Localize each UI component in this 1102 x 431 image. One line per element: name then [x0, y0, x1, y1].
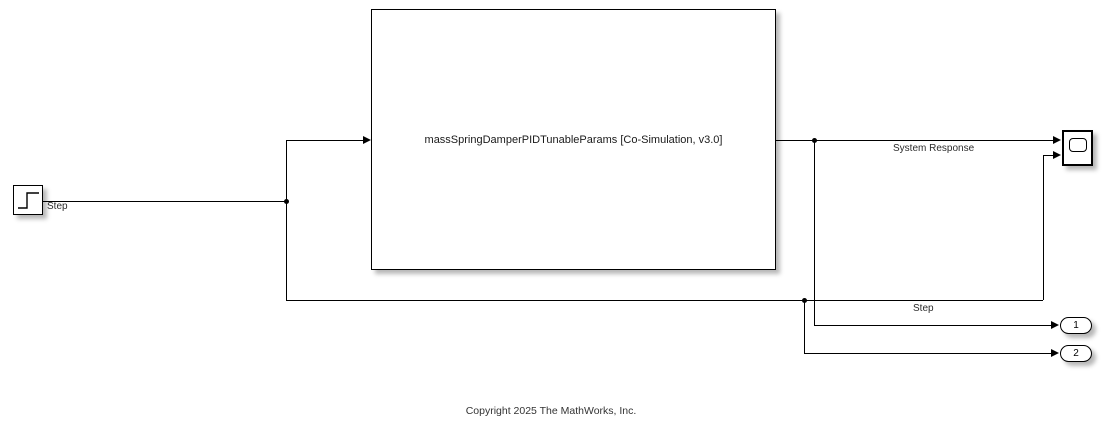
- wire-to-outport-1: [814, 325, 1052, 326]
- outport-2[interactable]: 2: [1060, 345, 1092, 362]
- arrow-outport-2: [1051, 349, 1059, 357]
- copyright-text: Copyright 2025 The MathWorks, Inc.: [465, 405, 637, 417]
- wire-step-feedback-horizontal: [286, 300, 804, 301]
- wire-to-outport-2: [804, 353, 1052, 354]
- model-block[interactable]: massSpringDamperPIDTunableParams [Co-Sim…: [371, 9, 776, 270]
- wire-feedback-branch-down: [804, 300, 805, 353]
- wire-step-to-junction: [43, 201, 286, 202]
- outport-2-label: 2: [1073, 348, 1079, 359]
- wire-riser-to-scope-input-2: [1043, 155, 1044, 300]
- model-block-label: massSpringDamperPIDTunableParams [Co-Sim…: [424, 134, 723, 146]
- wire-step-feedback-to-riser: [804, 300, 1043, 301]
- wire-system-response: [776, 140, 1054, 141]
- wire-step-to-model-input: [286, 140, 364, 141]
- wire-step-branch-down: [286, 201, 287, 300]
- arrow-scope-input-1: [1053, 136, 1061, 144]
- wire-output-branch-down: [814, 140, 815, 325]
- scope-block[interactable]: [1062, 130, 1093, 166]
- scope-icon: [1069, 138, 1087, 152]
- wire-scope-input-2: [1043, 155, 1054, 156]
- signal-label-system-response: System Response: [893, 143, 975, 154]
- step-source-label: Step: [47, 201, 68, 212]
- wire-step-branch-up: [286, 140, 287, 201]
- step-function-icon: [18, 192, 39, 209]
- signal-label-step-feedback: Step: [913, 303, 934, 314]
- arrow-scope-input-2: [1053, 151, 1061, 159]
- outport-1-label: 1: [1073, 320, 1079, 331]
- step-source-block[interactable]: [13, 185, 43, 215]
- arrow-model-input: [363, 136, 371, 144]
- outport-1[interactable]: 1: [1060, 317, 1092, 334]
- arrow-outport-1: [1051, 321, 1059, 329]
